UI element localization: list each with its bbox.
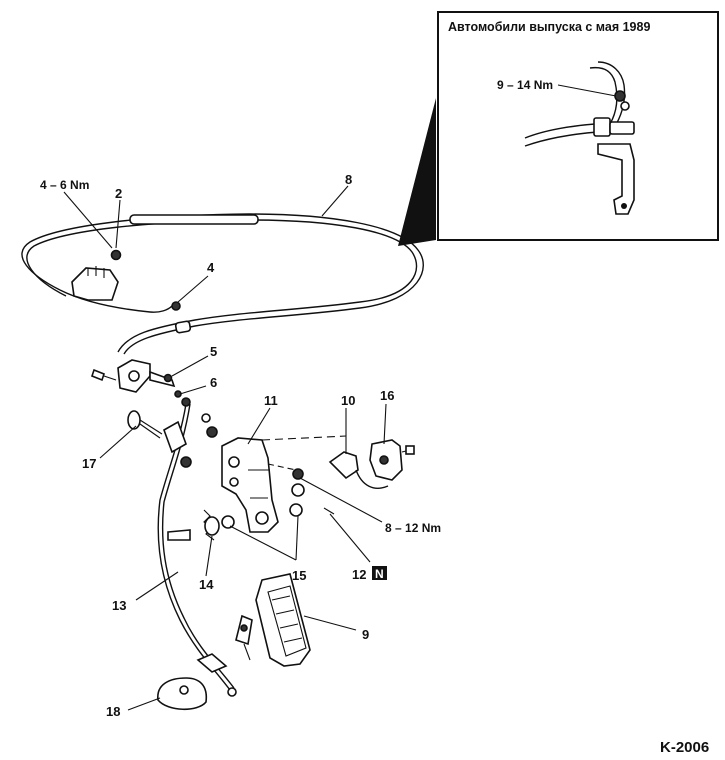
cable-bracket-upper — [71, 249, 181, 311]
pedal-bracket-11 — [221, 435, 347, 533]
n-badge — [372, 566, 387, 580]
callout-8: 8 — [345, 172, 352, 187]
callout-6: 6 — [210, 375, 217, 390]
return-spring-14 — [203, 509, 220, 541]
bolt-17 — [127, 410, 163, 439]
callout-16: 16 — [380, 388, 394, 403]
inset-nut — [614, 90, 626, 102]
torque-label-8-12: 8 – 12 Nm — [385, 521, 441, 535]
callout-18: 18 — [106, 704, 120, 719]
bolt-2 — [110, 249, 122, 261]
callout-14: 14 — [199, 577, 214, 592]
clip-4 — [171, 301, 181, 311]
callout-11: 11 — [264, 393, 278, 408]
leader-lines — [63, 185, 387, 711]
pin-12 — [323, 507, 335, 515]
pedal-stopper-18 — [157, 653, 228, 711]
callout-4: 4 — [207, 260, 215, 275]
figure-code: K-2006 — [660, 739, 709, 756]
accelerator-pedal-pad-9 — [235, 573, 311, 667]
callout-10: 10 — [341, 393, 355, 408]
inset-title: Автомобили выпуска с мая 1989 — [448, 20, 650, 34]
callout-17: 17 — [82, 456, 96, 471]
inset-torque-label: 9 – 14 Nm — [497, 78, 553, 92]
accelerator-pedal-arm — [157, 397, 237, 697]
switch-assembly — [328, 439, 415, 489]
callout-15: 15 — [292, 568, 306, 583]
n-badge-text: N — [375, 567, 384, 581]
torque-label-4-6: 4 – 6 Nm — [40, 178, 89, 192]
inset-bracket — [597, 143, 635, 215]
inset-cable-clamp — [593, 117, 611, 137]
callout-12: 12 — [352, 567, 366, 582]
bracket-10 — [328, 451, 359, 480]
accelerator-cable — [21, 213, 424, 355]
bush-15a — [221, 515, 235, 529]
inset-pointer-wedge — [398, 98, 436, 246]
bush-15b — [289, 503, 303, 517]
nut-5 — [163, 373, 173, 383]
callout-9: 9 — [362, 627, 369, 642]
cable-bracket-lower — [91, 359, 182, 398]
inset-cable — [589, 66, 618, 125]
callout-labels: 4 – 6 Nm 2 4 8 5 6 11 10 16 17 8 – 12 Nm… — [40, 172, 709, 756]
inset-panel: Автомобили выпуска с мая 1989 9 – 14 Nm — [437, 11, 719, 241]
callout-5: 5 — [210, 344, 217, 359]
callout-2: 2 — [115, 186, 122, 201]
callout-13: 13 — [112, 598, 126, 613]
